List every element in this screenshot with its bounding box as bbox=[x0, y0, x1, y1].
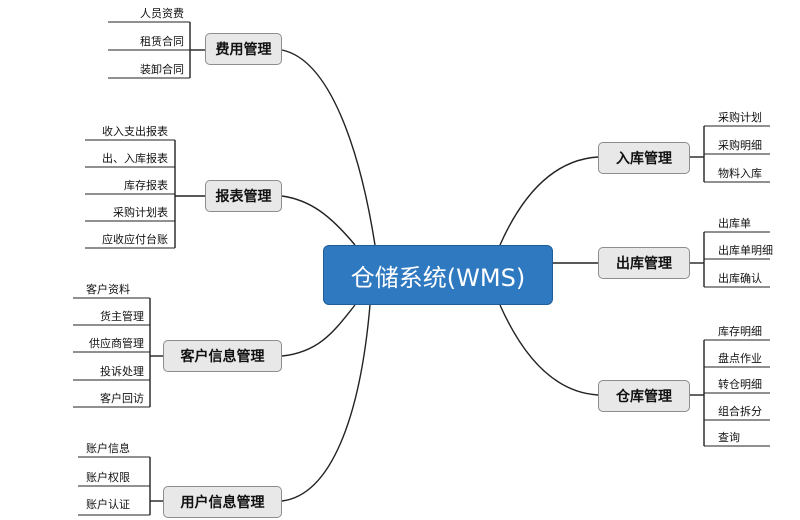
leaf-customer-item[interactable]: 投诉处理 bbox=[100, 365, 144, 378]
branch-report-management[interactable]: 报表管理 bbox=[205, 180, 282, 212]
leaf-user-item[interactable]: 账户权限 bbox=[86, 471, 130, 484]
leaf-inbound-item[interactable]: 采购计划 bbox=[718, 111, 762, 124]
leaf-outbound-item[interactable]: 出库单明细 bbox=[718, 244, 773, 257]
leaf-customer-item[interactable]: 货主管理 bbox=[100, 310, 144, 323]
leaf-user-item[interactable]: 账户认证 bbox=[86, 498, 130, 511]
branch-outbound-management[interactable]: 出库管理 bbox=[598, 247, 690, 279]
leaf-report-item[interactable]: 出、入库报表 bbox=[102, 152, 168, 165]
leaf-warehouse-item[interactable]: 组合拆分 bbox=[718, 405, 762, 418]
leaf-warehouse-item[interactable]: 转仓明细 bbox=[718, 378, 762, 391]
leaf-outbound-item[interactable]: 出库确认 bbox=[718, 272, 762, 285]
leaf-fee-item[interactable]: 装卸合同 bbox=[140, 63, 184, 76]
leaf-inbound-item[interactable]: 物料入库 bbox=[718, 167, 762, 180]
leaf-outbound-item[interactable]: 出库单 bbox=[718, 217, 751, 230]
leaf-warehouse-item[interactable]: 盘点作业 bbox=[718, 352, 762, 365]
leaf-report-item[interactable]: 采购计划表 bbox=[113, 206, 168, 219]
leaf-report-item[interactable]: 库存报表 bbox=[124, 179, 168, 192]
leaf-report-item[interactable]: 应收应付台账 bbox=[102, 233, 168, 246]
leaf-warehouse-item[interactable]: 库存明细 bbox=[718, 325, 762, 338]
branch-warehouse-management[interactable]: 仓库管理 bbox=[598, 380, 690, 412]
branch-inbound-management[interactable]: 入库管理 bbox=[598, 142, 690, 174]
center-node[interactable]: 仓储系统(WMS) bbox=[323, 245, 553, 305]
leaf-user-item[interactable]: 账户信息 bbox=[86, 442, 130, 455]
leaf-customer-item[interactable]: 客户回访 bbox=[100, 392, 144, 405]
leaf-report-item[interactable]: 收入支出报表 bbox=[102, 125, 168, 138]
leaf-customer-item[interactable]: 供应商管理 bbox=[89, 337, 144, 350]
leaf-fee-item[interactable]: 人员资费 bbox=[140, 7, 184, 20]
branch-fee-management[interactable]: 费用管理 bbox=[205, 33, 282, 65]
leaf-inbound-item[interactable]: 采购明细 bbox=[718, 139, 762, 152]
leaf-customer-item[interactable]: 客户资料 bbox=[86, 283, 130, 296]
branch-customer-info-management[interactable]: 客户信息管理 bbox=[163, 340, 282, 372]
leaf-warehouse-item[interactable]: 查询 bbox=[718, 431, 740, 444]
branch-user-info-management[interactable]: 用户信息管理 bbox=[163, 486, 282, 518]
leaf-fee-item[interactable]: 租赁合同 bbox=[140, 35, 184, 48]
